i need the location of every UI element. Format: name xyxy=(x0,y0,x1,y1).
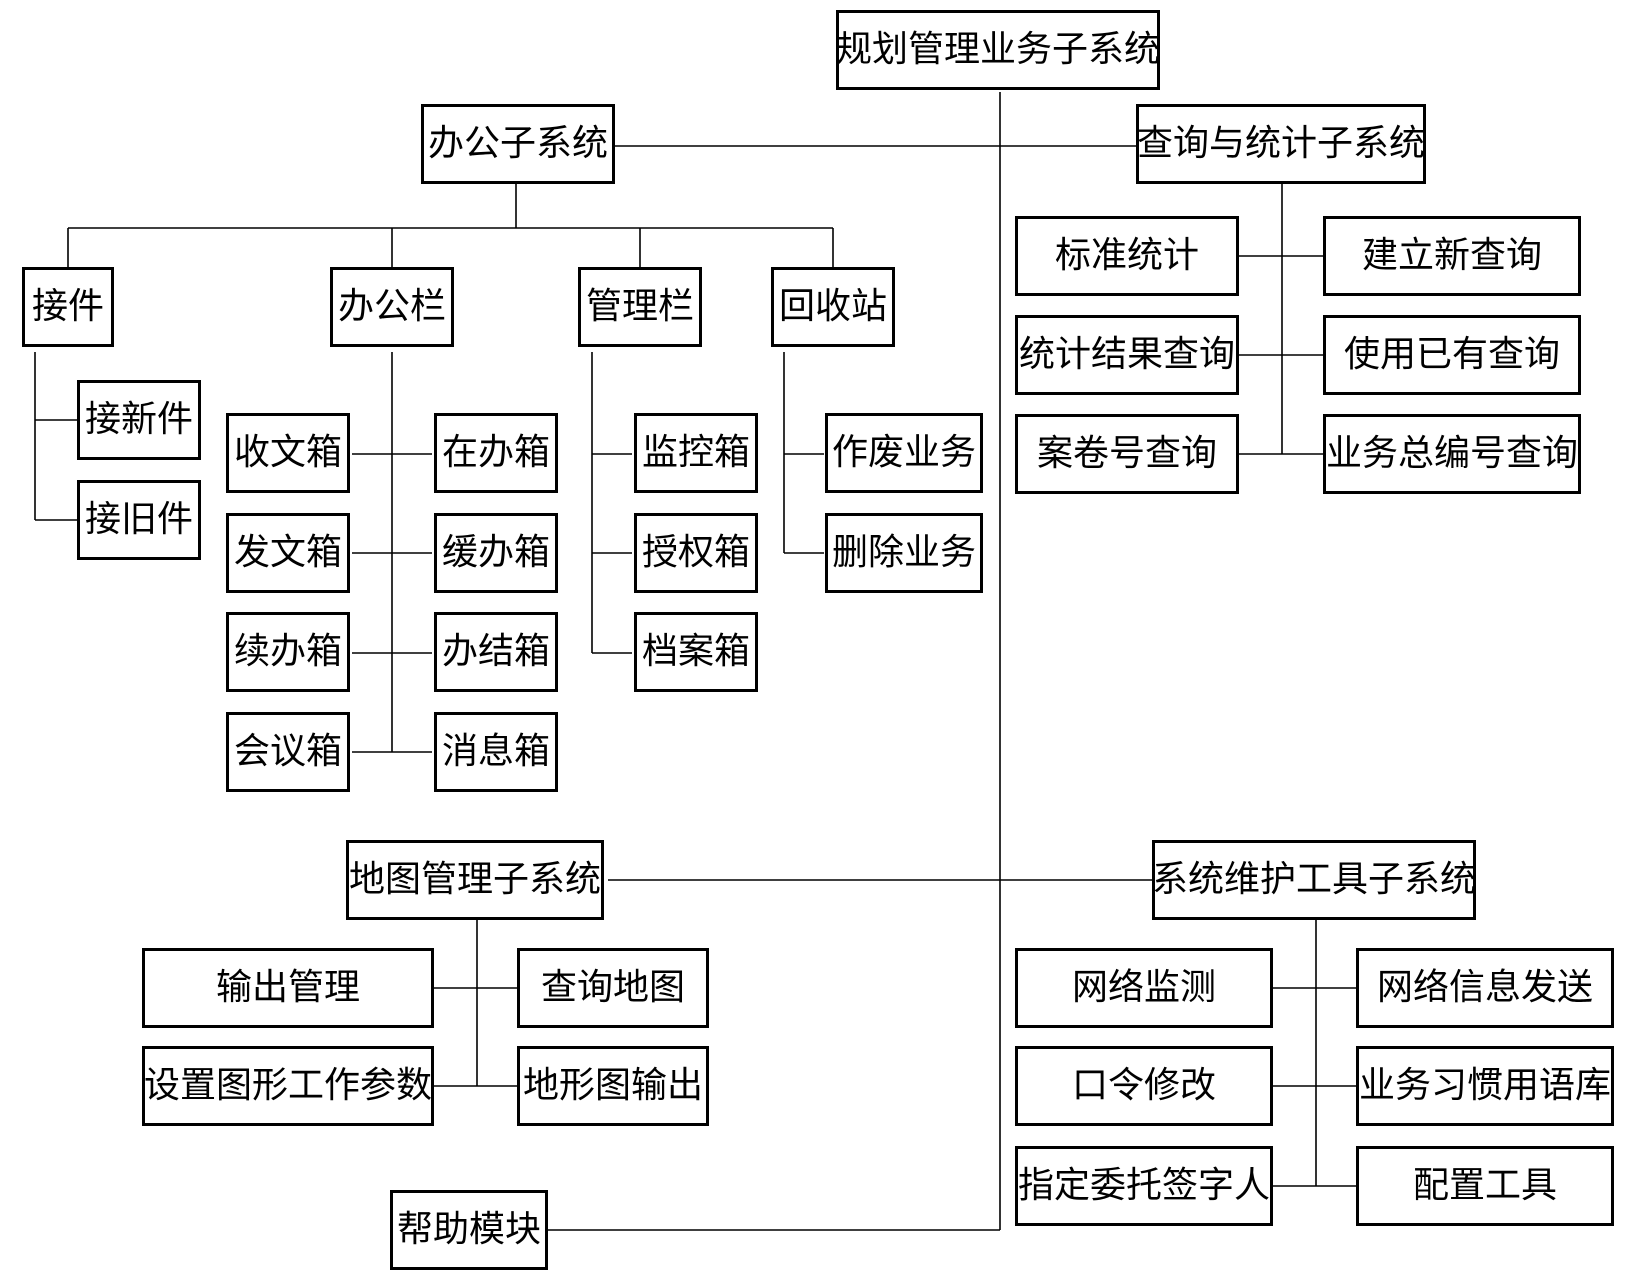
node-query-right-item: 使用已有查询 xyxy=(1323,315,1581,395)
node-map-right-item: 地形图输出 xyxy=(517,1046,709,1126)
node-map-right-item: 查询地图 xyxy=(517,948,709,1028)
node-maintenance-right-item: 业务习惯用语库 xyxy=(1356,1046,1614,1126)
node-map-left-item: 输出管理 xyxy=(142,948,434,1028)
node-query-right-item: 建立新查询 xyxy=(1323,216,1581,296)
node-bangonglan: 办公栏 xyxy=(330,267,454,347)
node-maintenance-subsystem: 系统维护工具子系统 xyxy=(1152,840,1476,920)
node-map-subsystem: 地图管理子系统 xyxy=(346,840,604,920)
node-bangonglan-left-item: 会议箱 xyxy=(226,712,350,792)
node-huishouzhan-item: 删除业务 xyxy=(825,513,983,593)
node-maintenance-left-item: 网络监测 xyxy=(1015,948,1273,1028)
node-huishouzhan-item: 作废业务 xyxy=(825,413,983,493)
node-bangonglan-right-item: 办结箱 xyxy=(434,612,558,692)
node-office-subsystem: 办公子系统 xyxy=(421,104,615,184)
node-guanlilan-item: 监控箱 xyxy=(634,413,758,493)
node-bangonglan-right-item: 在办箱 xyxy=(434,413,558,493)
node-query-left-item: 案卷号查询 xyxy=(1015,414,1239,494)
node-maintenance-left-item: 指定委托签字人 xyxy=(1015,1146,1273,1226)
node-bangonglan-left-item: 续办箱 xyxy=(226,612,350,692)
node-jiejian-item: 接旧件 xyxy=(77,480,201,560)
node-huishouzhan: 回收站 xyxy=(771,267,895,347)
node-query-left-item: 标准统计 xyxy=(1015,216,1239,296)
node-query-left-item: 统计结果查询 xyxy=(1015,315,1239,395)
node-guanlilan-item: 授权箱 xyxy=(634,513,758,593)
node-maintenance-left-item: 口令修改 xyxy=(1015,1046,1273,1126)
node-bangonglan-left-item: 发文箱 xyxy=(226,513,350,593)
node-help-module: 帮助模块 xyxy=(390,1190,548,1270)
node-bangonglan-left-item: 收文箱 xyxy=(226,413,350,493)
node-root: 规划管理业务子系统 xyxy=(836,10,1160,90)
node-bangonglan-right-item: 缓办箱 xyxy=(434,513,558,593)
node-map-left-item: 设置图形工作参数 xyxy=(142,1046,434,1126)
node-query-right-item: 业务总编号查询 xyxy=(1323,414,1581,494)
node-jiejian-item: 接新件 xyxy=(77,380,201,460)
node-query-subsystem: 查询与统计子系统 xyxy=(1136,104,1426,184)
node-guanlilan-item: 档案箱 xyxy=(634,612,758,692)
node-guanlilan: 管理栏 xyxy=(578,267,702,347)
node-jiejian: 接件 xyxy=(22,267,114,347)
node-maintenance-right-item: 配置工具 xyxy=(1356,1146,1614,1226)
node-bangonglan-right-item: 消息箱 xyxy=(434,712,558,792)
node-maintenance-right-item: 网络信息发送 xyxy=(1356,948,1614,1028)
